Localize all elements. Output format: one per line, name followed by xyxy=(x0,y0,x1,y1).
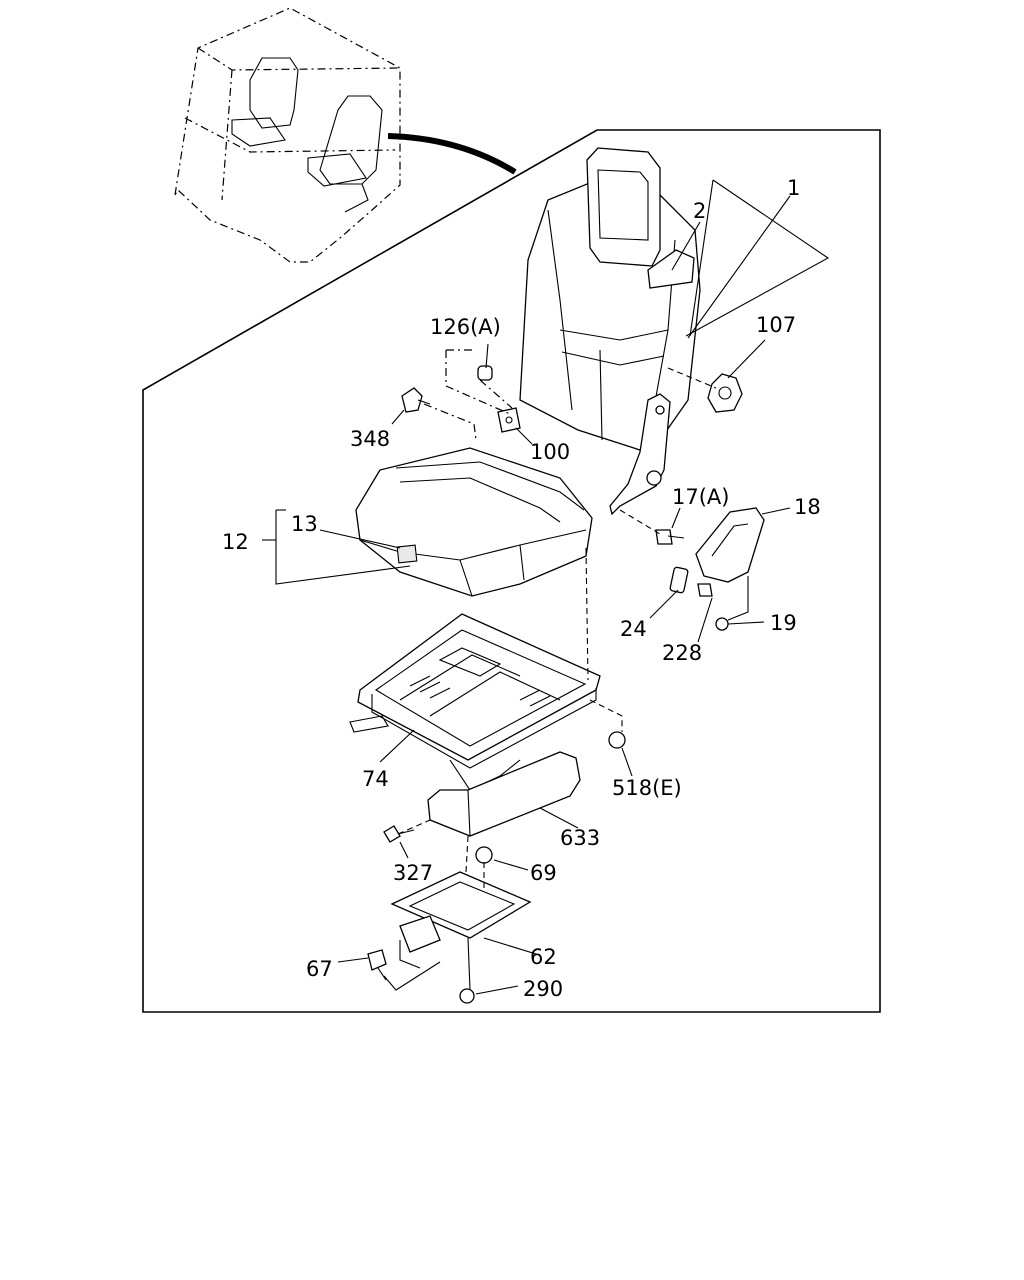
callout-24: 24 xyxy=(620,617,647,641)
callout-74: 74 xyxy=(362,767,389,791)
callout-633: 633 xyxy=(560,826,600,850)
callout-62: 62 xyxy=(530,945,557,969)
callout-290: 290 xyxy=(523,977,563,1001)
callout-17a: 17(A) xyxy=(672,485,729,509)
callout-67: 67 xyxy=(306,957,333,981)
inset-leader xyxy=(387,133,517,175)
leader-lines xyxy=(262,179,830,995)
seat-cushion xyxy=(355,447,593,597)
callout-13: 13 xyxy=(291,512,318,536)
callout-2: 2 xyxy=(693,199,706,223)
callout-518e: 518(E) xyxy=(612,776,682,800)
callout-228: 228 xyxy=(662,641,702,665)
callout-100: 100 xyxy=(530,440,570,464)
seat-slide-frame xyxy=(349,613,601,791)
callout-327: 327 xyxy=(393,861,433,885)
callout-12: 12 xyxy=(222,530,249,554)
callout-107: 107 xyxy=(756,313,796,337)
callout-18: 18 xyxy=(794,495,821,519)
callout-69: 69 xyxy=(530,861,557,885)
seat-cover-panel xyxy=(427,751,581,837)
callout-1: 1 xyxy=(787,176,800,200)
lower-bracket xyxy=(390,871,532,991)
seat-back xyxy=(519,147,701,516)
callout-19: 19 xyxy=(770,611,797,635)
callout-348: 348 xyxy=(350,427,390,451)
cab-overview-inset xyxy=(174,7,401,263)
callout-126a: 126(A) xyxy=(430,315,501,339)
callout-labels: 1 2 107 126(A) 348 100 17(A) 18 12 13 24… xyxy=(222,176,821,1001)
detail-frame xyxy=(142,129,881,1013)
hardware-parts xyxy=(367,365,765,1004)
